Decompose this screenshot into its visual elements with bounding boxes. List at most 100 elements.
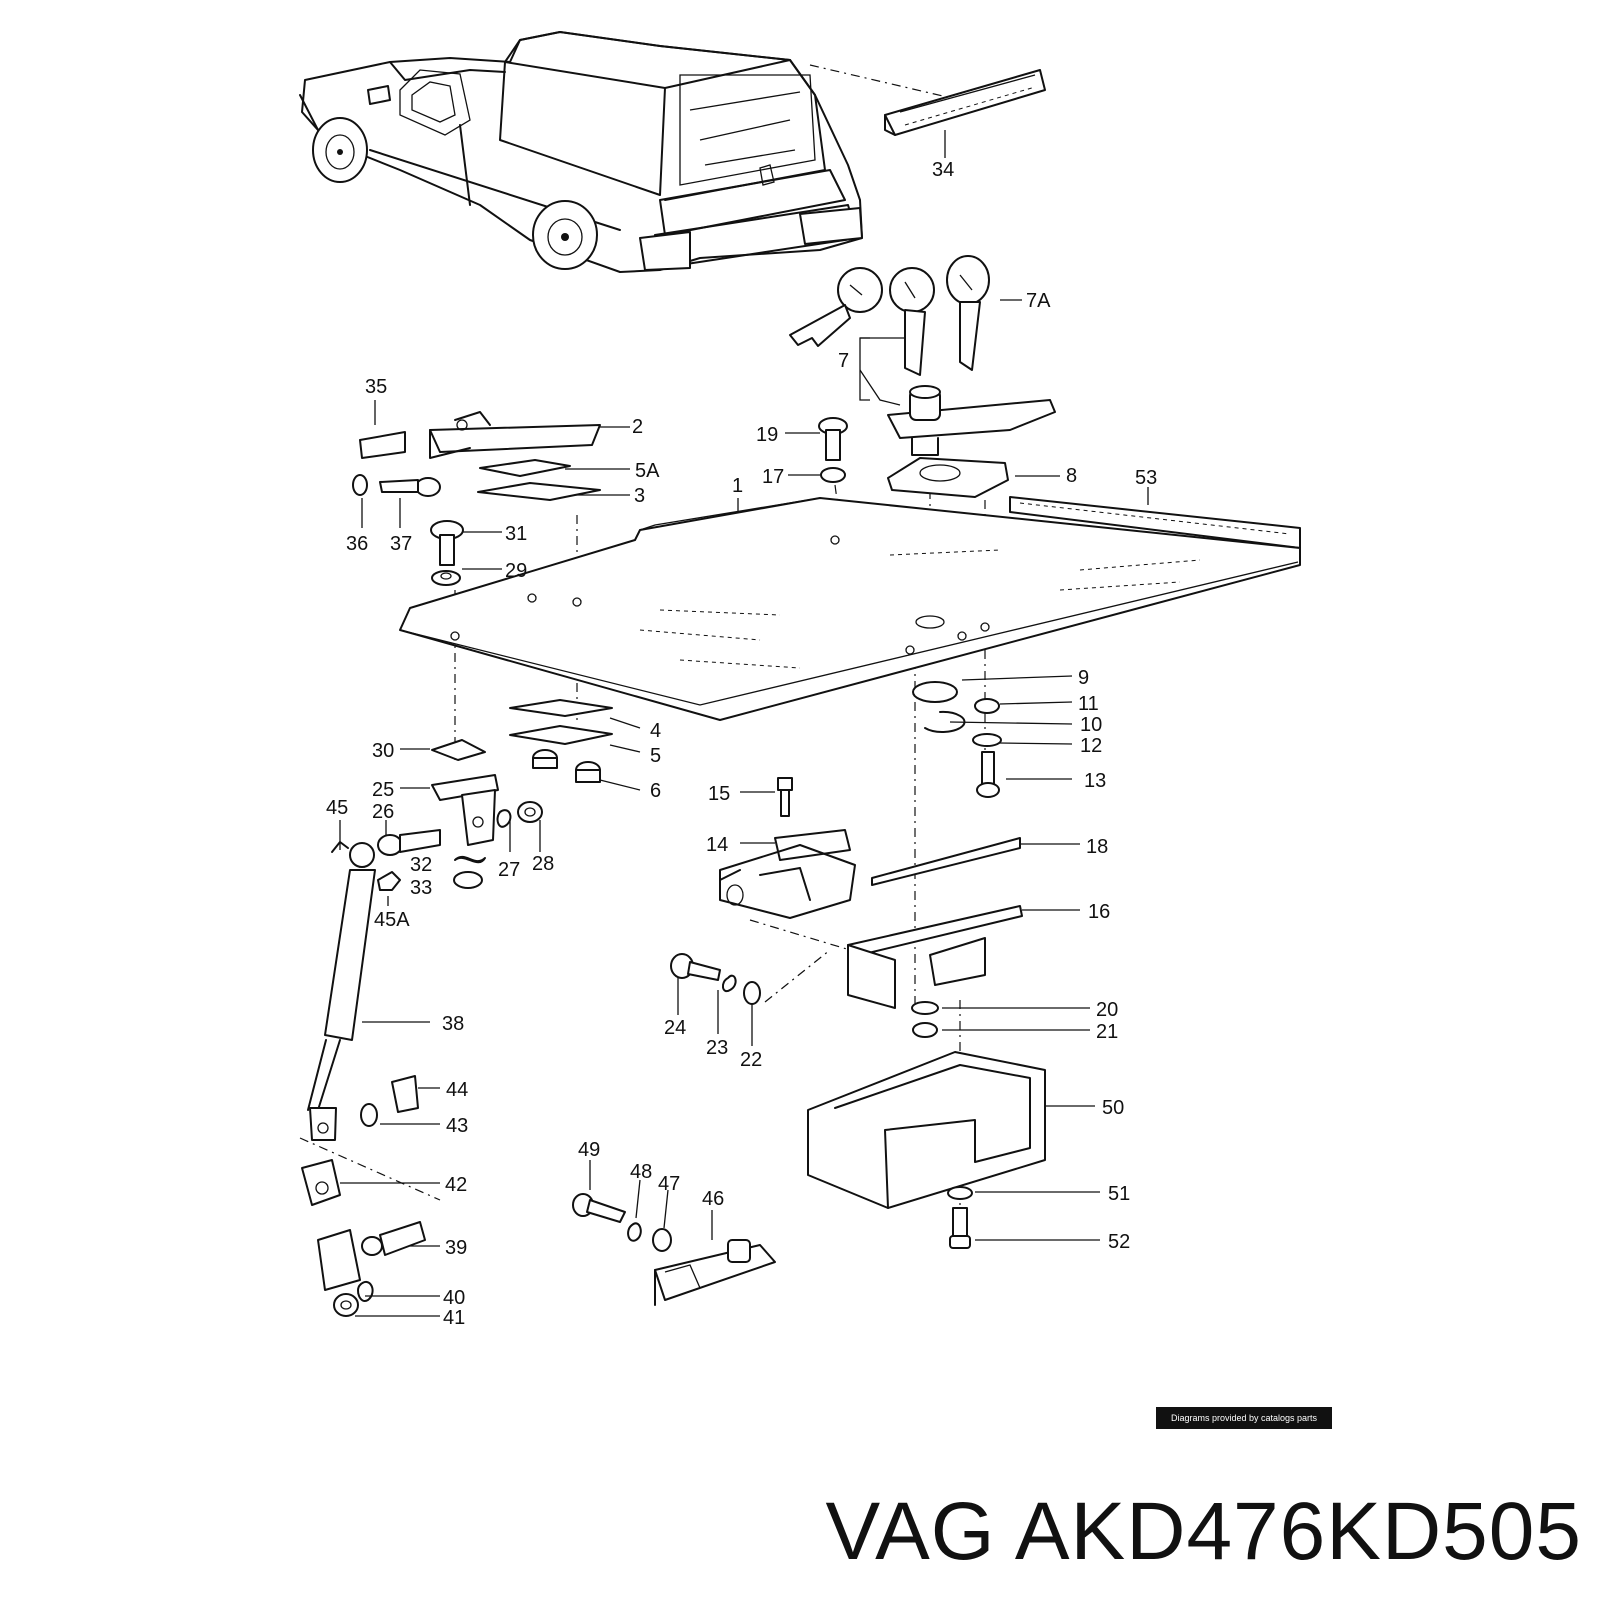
- clip-45A: [377, 871, 401, 891]
- washer-32: [454, 855, 486, 864]
- callout-13: 13: [1084, 770, 1106, 792]
- nut-41: [333, 1293, 359, 1317]
- callout-5: 5: [650, 745, 661, 767]
- part-number: AKD476KD505: [1014, 1486, 1582, 1577]
- callout-28: 28: [532, 853, 554, 875]
- bolt-13: [976, 751, 1000, 798]
- callout-2: 2: [632, 416, 643, 438]
- nut-28: [517, 801, 543, 823]
- callout-45: 45: [326, 797, 348, 819]
- washer-17: [820, 467, 846, 483]
- shim-5: [509, 725, 613, 745]
- nut-33: [453, 871, 483, 889]
- callout-39: 39: [445, 1237, 467, 1259]
- nut-11: [974, 698, 1000, 714]
- bracket-25: [431, 774, 499, 846]
- callout-48: 48: [630, 1161, 652, 1183]
- callout-30: 30: [372, 740, 394, 762]
- ball-stud-39: [361, 1221, 426, 1256]
- lock-washer-48: [627, 1222, 642, 1242]
- hinge-2: [429, 411, 601, 459]
- nut-21: [912, 1022, 938, 1038]
- latch-14: [719, 829, 856, 919]
- gasket-8: [887, 457, 1009, 498]
- callout-12: 12: [1080, 735, 1102, 757]
- callout-32: 32: [410, 854, 432, 876]
- leader-lines: [299, 64, 1149, 1317]
- callout-45A: 45A: [374, 909, 410, 931]
- clip-44: [391, 1075, 419, 1113]
- lock-washer-23: [722, 974, 737, 993]
- callout-35: 35: [365, 376, 387, 398]
- bolt-15: [777, 777, 793, 817]
- washer-36: [352, 474, 368, 496]
- plate-35: [359, 431, 406, 459]
- callout-10: 10: [1080, 714, 1102, 736]
- bolt-19: [818, 417, 848, 461]
- seal-strip-34: [884, 69, 1046, 136]
- panel-1: [399, 497, 1301, 721]
- plate-3: [477, 482, 601, 501]
- strap-18: [871, 837, 1021, 886]
- callout-53: 53: [1135, 467, 1157, 489]
- callout-18: 18: [1086, 836, 1108, 858]
- washer-9: [912, 681, 958, 703]
- callout-23: 23: [706, 1037, 728, 1059]
- circlip-10: [924, 710, 966, 733]
- bracket-16: [847, 905, 1023, 1009]
- callout-4: 4: [650, 720, 661, 742]
- clip-27: [496, 809, 512, 828]
- callout-24: 24: [664, 1017, 686, 1039]
- washer-29: [431, 570, 461, 586]
- callout-42: 42: [445, 1174, 467, 1196]
- nut-6a: [532, 749, 558, 769]
- callout-15: 15: [708, 783, 730, 805]
- nut-6b: [575, 761, 601, 783]
- washer-20: [911, 1001, 939, 1015]
- callout-20: 20: [1096, 999, 1118, 1021]
- callout-27: 27: [498, 859, 520, 881]
- callout-33: 33: [410, 877, 432, 899]
- washer-43: [360, 1103, 378, 1127]
- pad-30: [431, 739, 486, 761]
- callout-29: 29: [505, 560, 527, 582]
- cover-50: [807, 1051, 1046, 1209]
- callout-11: 11: [1078, 693, 1099, 715]
- callout-25: 25: [372, 779, 394, 801]
- callout-44: 44: [446, 1079, 468, 1101]
- callout-17: 17: [762, 466, 784, 488]
- callout-34: 34: [932, 159, 954, 181]
- mount-bracket: [317, 1229, 361, 1291]
- washer-47: [652, 1228, 672, 1252]
- callout-9: 9: [1078, 667, 1089, 689]
- part-title: VAG AKD476KD505: [825, 1485, 1582, 1579]
- vehicle-illustration: [299, 31, 863, 273]
- callout-1: 1: [732, 475, 743, 497]
- keys-7: [789, 255, 990, 376]
- callout-21: 21: [1096, 1021, 1118, 1043]
- callout-16: 16: [1088, 901, 1110, 923]
- callout-5A: 5A: [635, 460, 660, 482]
- washer-22: [743, 981, 761, 1005]
- washer-51: [947, 1186, 973, 1200]
- bolt-52: [949, 1207, 971, 1249]
- callout-49: 49: [578, 1139, 600, 1161]
- callout-labels: 1 2 3 4 5 5A 6 7 7A 8 9 10 11 12 13 14 1…: [326, 159, 1157, 1329]
- callout-19: 19: [756, 424, 778, 446]
- callout-38: 38: [442, 1013, 464, 1035]
- bolt-37: [379, 477, 441, 497]
- parts: [301, 69, 1301, 1317]
- striker-46: [654, 1239, 776, 1306]
- bolt-31: [430, 520, 464, 566]
- bush-42: [301, 1159, 341, 1206]
- callout-43: 43: [446, 1115, 468, 1137]
- callout-40: 40: [443, 1287, 465, 1309]
- callout-51: 51: [1108, 1183, 1130, 1205]
- gas-strut-38: [307, 842, 376, 1141]
- shim-5A: [479, 459, 571, 477]
- diagram-credit-badge: Diagrams provided by catalogs parts: [1156, 1407, 1332, 1429]
- washer-12: [972, 733, 1002, 747]
- shim-4: [509, 699, 613, 717]
- callout-14: 14: [706, 834, 728, 856]
